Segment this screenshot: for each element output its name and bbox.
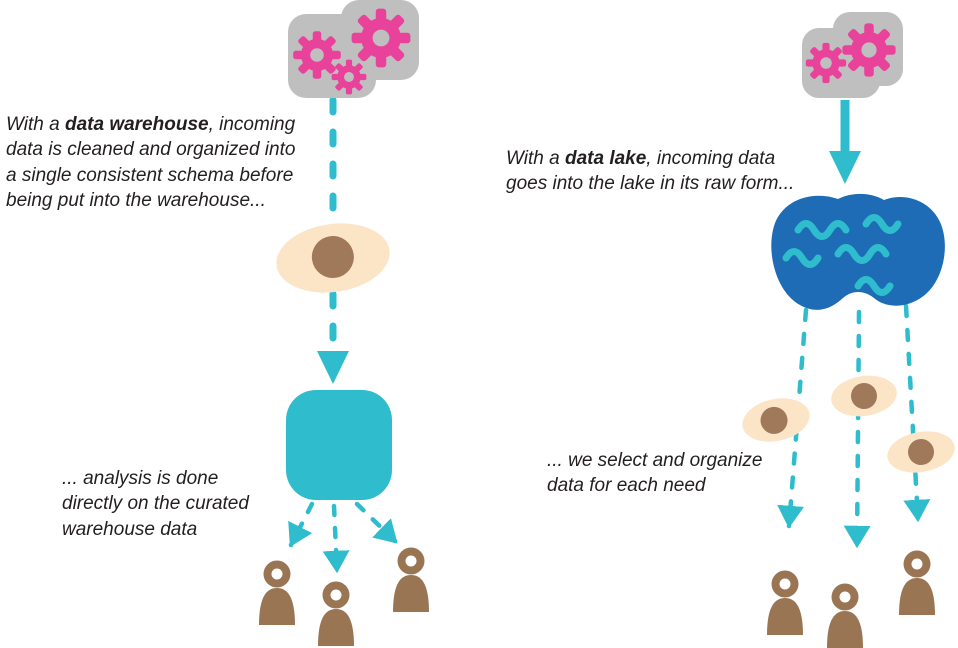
lake-icon <box>771 193 945 310</box>
gear-icon <box>805 42 847 84</box>
person-icon <box>827 583 863 648</box>
caption-text: ... analysis is done directly on the cur… <box>62 468 249 540</box>
caption-warehouse-intro: With a data warehouse, incoming data is … <box>6 112 302 214</box>
gear-icon <box>842 23 896 77</box>
caption-lake-select: ... we select and organize data for each… <box>547 448 793 499</box>
caption-lake-intro: With a data lake, incoming data goes int… <box>506 146 818 197</box>
dashed-flow-line <box>288 501 315 548</box>
gear-icon <box>351 8 411 68</box>
caption-bold-term: data lake <box>564 148 647 169</box>
source-systems-icon <box>802 12 903 98</box>
caption-text: , incoming data is cleaned and organized… <box>6 114 296 212</box>
gear-icon <box>331 59 367 95</box>
eye-icon <box>831 375 897 417</box>
eye-icon <box>742 398 810 442</box>
caption-text: , incoming data goes into the lake in it… <box>506 148 795 195</box>
caption-text: ... we select and organize data for each… <box>547 450 763 497</box>
dashed-flow-line <box>843 309 871 549</box>
eye-icon <box>887 431 955 473</box>
caption-warehouse-analysis: ... analysis is done directly on the cur… <box>62 466 264 542</box>
dashed-flow-line <box>777 307 809 529</box>
warehouse-icon <box>286 390 392 500</box>
arrowhead-icon <box>317 351 349 384</box>
caption-text: With a <box>6 114 65 135</box>
person-icon <box>318 581 354 646</box>
eye-icon <box>276 223 390 293</box>
person-icon <box>259 560 295 625</box>
caption-bold-term: data warehouse <box>64 114 209 135</box>
dashed-flow-line <box>322 503 350 574</box>
caption-text: With a <box>506 148 565 169</box>
source-systems-icon <box>288 0 419 98</box>
arrowhead-icon <box>829 151 861 184</box>
person-icon <box>393 547 429 612</box>
person-icon <box>767 570 803 635</box>
dashed-flow-line <box>354 501 399 545</box>
person-icon <box>899 550 935 615</box>
gear-icon <box>293 31 341 79</box>
dashed-flow-line <box>903 303 931 523</box>
